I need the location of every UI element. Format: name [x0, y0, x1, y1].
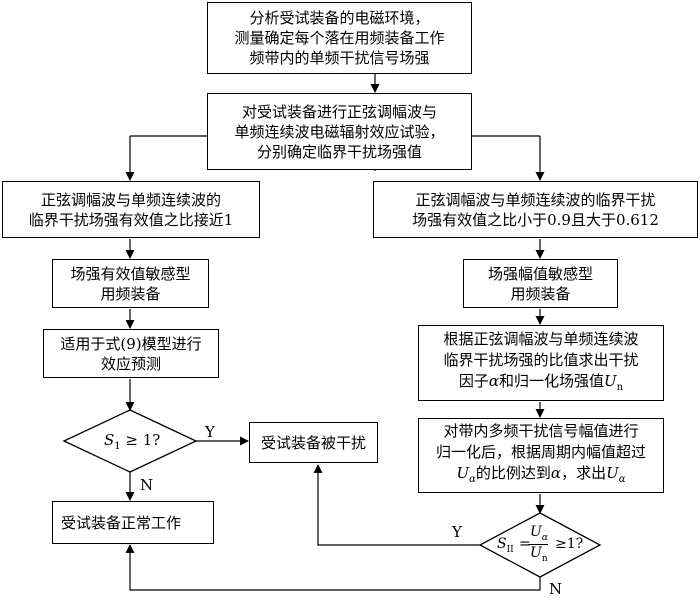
rms-sensitive-box: 场强有效值敏感型 用频装备 [52, 259, 209, 308]
analyze-environment-text: 分析受试装备的电磁环境， 测量确定每个落在用频装备工作 频带内的单频干扰信号场强 [234, 9, 445, 67]
analyze-environment-box: 分析受试装备的电磁环境， 测量确定每个落在用频装备工作 频带内的单频干扰信号场强 [207, 2, 472, 74]
normalize-text: 对带内多频干扰信号幅值进行 归一化后，根据周期内幅值超过 Uα的比例达到α，求出… [436, 421, 646, 490]
normalize-line-2: 归一化后，根据周期内幅值超过 [435, 443, 646, 461]
u-symbol: U [604, 371, 617, 390]
interfered-box: 受试装备被干扰 [249, 422, 378, 463]
decision-s2-yes-label: Y [452, 523, 462, 541]
compute-alpha-line-1: 根据正弦调幅波与单频连续波 [443, 329, 639, 348]
normalize-line-3: Uα的比例达到α，求出Uα [456, 464, 626, 485]
normal-work-box: 受试装备正常工作 [52, 501, 214, 544]
decision-s1-text: S1 ≥ 1? [104, 431, 161, 452]
compute-alpha-box: 根据正弦调幅波与单频连续波 临界干扰场强的比值求出干扰 因子α和归一化场强值Un [418, 325, 664, 401]
compute-alpha-line-3: 因子α和归一化场强值Un [458, 371, 624, 393]
decision-diamond-s1 [62, 409, 198, 473]
fraction-denominator: Un [530, 545, 548, 564]
decision-s1-no-label: N [140, 476, 154, 494]
fraction-bar [528, 544, 548, 545]
compute-alpha-text: 根据正弦调幅波与单频连续波 临界干扰场强的比值求出干扰 因子α和归一化场强值Un [443, 329, 638, 398]
decision-diamond-s2 [478, 512, 602, 578]
apply-model-text: 适用于式(9)模型进行 效应预测 [60, 334, 202, 373]
rms-sensitive-text: 场强有效值敏感型 用频装备 [70, 264, 191, 303]
amplitude-sensitive-text: 场强幅值敏感型 用频装备 [487, 264, 593, 303]
alpha-symbol: α [488, 371, 499, 390]
amplitude-sensitive-box: 场强幅值敏感型 用频装备 [463, 259, 618, 308]
decision-s2-no-label: N [549, 580, 563, 598]
decision-s1-yes-label: Y [205, 423, 215, 441]
apply-model-box: 适用于式(9)模型进行 效应预测 [43, 329, 219, 378]
radiation-test-box: 对受试装备进行正弦调幅波与 单频连续波电磁辐射效应试验， 分别确定临界干扰场强值 [207, 93, 472, 170]
ratio-range-text: 正弦调幅波与单频连续波的临界干扰 场强有效值之比小于0.9且大于0.612 [412, 190, 659, 229]
ratio-near-one-box: 正弦调幅波与单频连续波的 临界干扰场强有效值之比接近1 [2, 181, 260, 238]
fraction-numerator: Uα [530, 524, 548, 543]
ratio-range-box: 正弦调幅波与单频连续波的临界干扰 场强有效值之比小于0.9且大于0.612 [373, 181, 698, 238]
normalize-box: 对带内多频干扰信号幅值进行 归一化后，根据周期内幅值超过 Uα的比例达到α，求出… [418, 418, 664, 493]
ratio-near-one-text: 正弦调幅波与单频连续波的 临界干扰场强有效值之比接近1 [28, 190, 234, 229]
decision-s2-text: SII = Uα Un ≥1? [497, 524, 584, 564]
normalize-line-1: 对带内多频干扰信号幅值进行 [443, 422, 639, 440]
radiation-test-text: 对受试装备进行正弦调幅波与 单频连续波电磁辐射效应试验， 分别确定临界干扰场强值 [234, 102, 445, 161]
interfered-text: 受试装备被干扰 [260, 433, 366, 452]
arrow-d2-no [125, 544, 541, 591]
compute-alpha-line-2: 临界干扰场强的比值求出干扰 [443, 350, 639, 369]
normal-work-text: 受试装备正常工作 [61, 513, 182, 532]
arrow-d2-yes [313, 464, 482, 546]
